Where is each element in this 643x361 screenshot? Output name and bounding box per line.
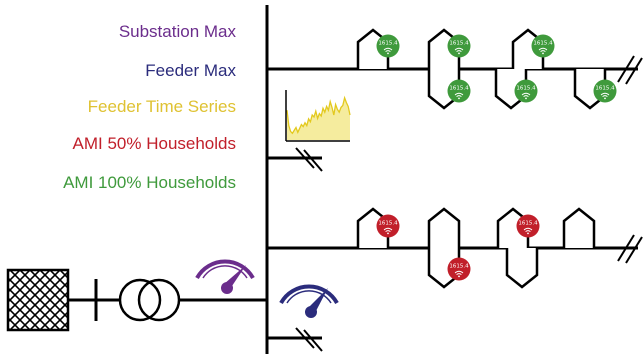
legend-ami-50-households: AMI 50% Households bbox=[73, 134, 236, 153]
wifi-icon bbox=[521, 92, 531, 100]
bottom-feeder-break bbox=[625, 236, 643, 264]
legend-ami-100-households: AMI 100% Households bbox=[63, 173, 236, 192]
feeder-stub-bottom bbox=[267, 327, 323, 352]
wifi-icon bbox=[383, 227, 393, 235]
ami-meter-full-badge: 1615.4 bbox=[447, 34, 471, 58]
grid-source-icon bbox=[6, 268, 70, 332]
ami-meter-full-badge: 1615.4 bbox=[514, 79, 538, 103]
time-series-line bbox=[286, 95, 351, 135]
wifi-icon bbox=[383, 47, 393, 55]
legend: Substation Max Feeder Max Feeder Time Se… bbox=[63, 22, 236, 192]
ami-meter-half-badge: 1615.4 bbox=[447, 257, 471, 281]
meter-reading: 1615.4 bbox=[378, 41, 398, 47]
substation bbox=[6, 268, 267, 332]
ami-meter-half-badge: 1615.4 bbox=[376, 214, 400, 238]
wifi-icon bbox=[454, 47, 464, 55]
wifi-icon bbox=[538, 47, 548, 55]
house-icon bbox=[427, 207, 461, 248]
ami-meter-full-badge: 1615.4 bbox=[447, 79, 471, 103]
substation-max-gauge-icon bbox=[195, 259, 255, 294]
top-feeder-break bbox=[617, 55, 635, 83]
ami-meter-half-badge: 1615.4 bbox=[516, 214, 540, 238]
feeder-stub-mid bbox=[267, 147, 323, 172]
wifi-icon bbox=[600, 92, 610, 100]
bottom-feeder bbox=[267, 207, 643, 289]
house-icon bbox=[505, 248, 539, 289]
meter-reading: 1615.4 bbox=[518, 221, 538, 227]
meter-reading: 1615.4 bbox=[449, 86, 469, 92]
ami-meter-full-badge: 1615.4 bbox=[531, 34, 555, 58]
transformer-coil-left bbox=[118, 278, 162, 322]
bottom-feeder-break bbox=[617, 234, 635, 262]
ami-meter-full-badge: 1615.4 bbox=[593, 79, 617, 103]
meter-reading: 1615.4 bbox=[533, 41, 553, 47]
legend-substation-max: Substation Max bbox=[119, 22, 237, 41]
wifi-icon bbox=[454, 270, 464, 278]
meter-reading: 1615.4 bbox=[516, 86, 536, 92]
feeder-time-series-chart bbox=[285, 90, 351, 142]
ami-meter-full-badge: 1615.4 bbox=[376, 34, 400, 58]
time-series-area bbox=[287, 97, 350, 140]
top-feeder-break bbox=[625, 57, 643, 85]
wifi-icon bbox=[523, 227, 533, 235]
meter-reading: 1615.4 bbox=[378, 221, 398, 227]
meter-reading: 1615.4 bbox=[449, 41, 469, 47]
meter-reading: 1615.4 bbox=[595, 86, 615, 92]
legend-feeder-time-series: Feeder Time Series bbox=[88, 97, 236, 116]
feeder-max-gauge-icon bbox=[279, 284, 339, 318]
house-icon bbox=[562, 207, 596, 248]
wifi-icon bbox=[454, 92, 464, 100]
legend-feeder-max: Feeder Max bbox=[145, 61, 236, 80]
meter-reading: 1615.4 bbox=[449, 264, 469, 270]
